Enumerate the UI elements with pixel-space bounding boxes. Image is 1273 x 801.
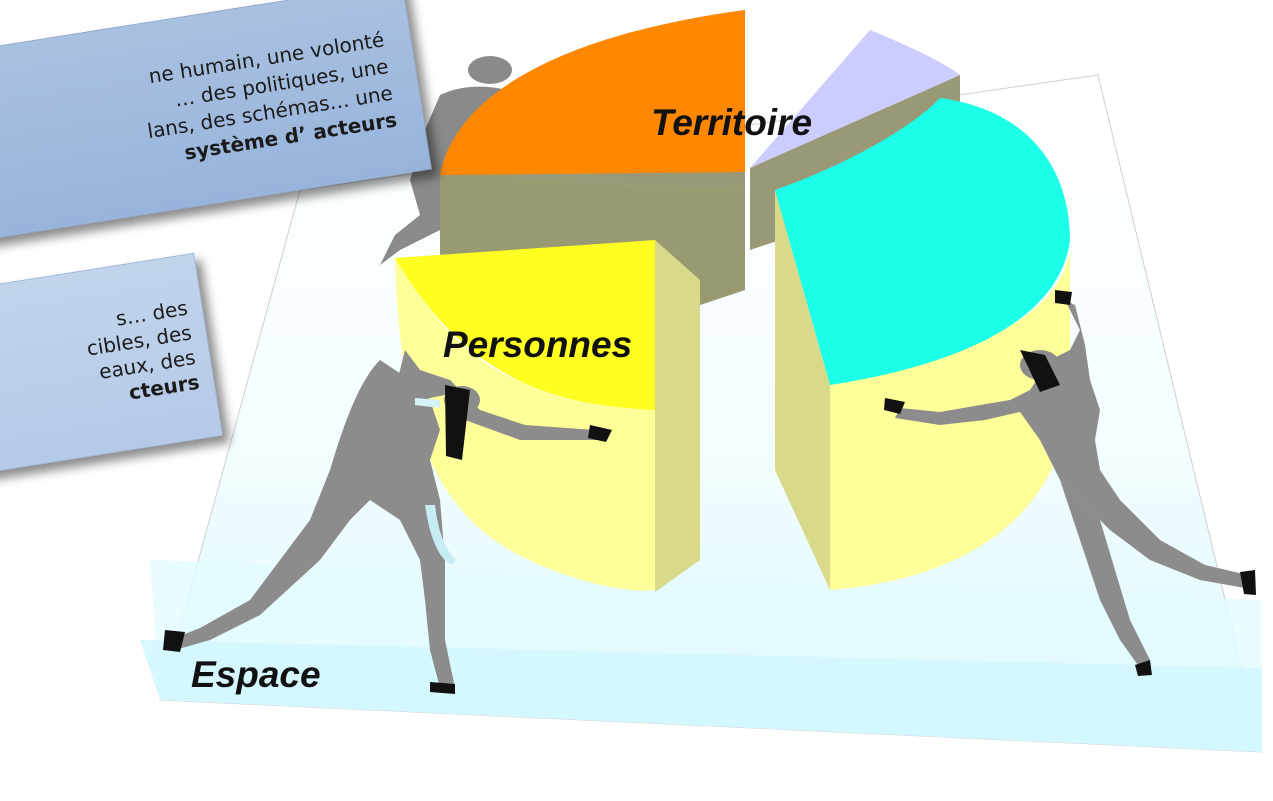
label-territoire: Territoire <box>651 102 813 143</box>
pie-slice-yellow <box>395 240 700 592</box>
label-personnes: Personnes <box>443 324 633 365</box>
label-espace: Espace <box>191 654 321 695</box>
man-pushing-left-icon <box>163 350 612 694</box>
man-pushing-right-icon <box>884 290 1256 676</box>
